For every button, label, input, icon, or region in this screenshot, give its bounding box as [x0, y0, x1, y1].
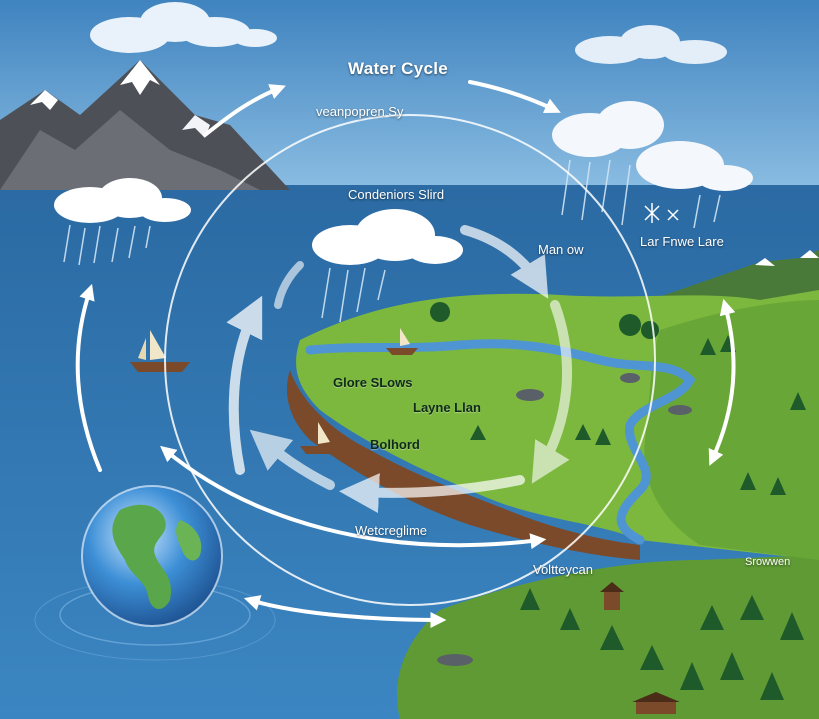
label-valley: Voltteycan	[533, 562, 593, 577]
cloud-icon	[54, 178, 191, 223]
mountain-icon	[0, 60, 290, 190]
label-condensation: Condeniors Slird	[348, 187, 445, 202]
rock-group	[437, 373, 692, 666]
cloud-icon	[90, 2, 277, 53]
cloud-icon	[575, 25, 727, 64]
label-shore: Bolhord	[370, 437, 420, 452]
pine-tree-icon	[430, 302, 806, 700]
sailboat-icon	[386, 328, 418, 355]
cycle-arrows	[75, 80, 736, 628]
snowflake-icon	[644, 203, 679, 223]
label-rain-flow: Man ow	[538, 242, 584, 257]
diagram-title: Water Cycle	[348, 59, 448, 78]
rain-icon	[63, 159, 721, 323]
label-snowmelt: Srowwen	[745, 556, 791, 568]
cloud-icon	[552, 101, 753, 191]
label-water-regime: Wetcreglime	[355, 523, 428, 538]
cabin-icon	[600, 582, 680, 714]
label-land-plain: Layne Llan	[413, 400, 481, 415]
cloud-icon	[312, 209, 463, 265]
label-ground-flows: Glore SLows	[333, 375, 413, 390]
label-evaporation: veanpopren Sy	[316, 104, 404, 119]
label-snowfall: Lar Fnwe Lare	[640, 234, 724, 249]
river	[305, 339, 696, 545]
sailboat-icon	[130, 330, 190, 372]
